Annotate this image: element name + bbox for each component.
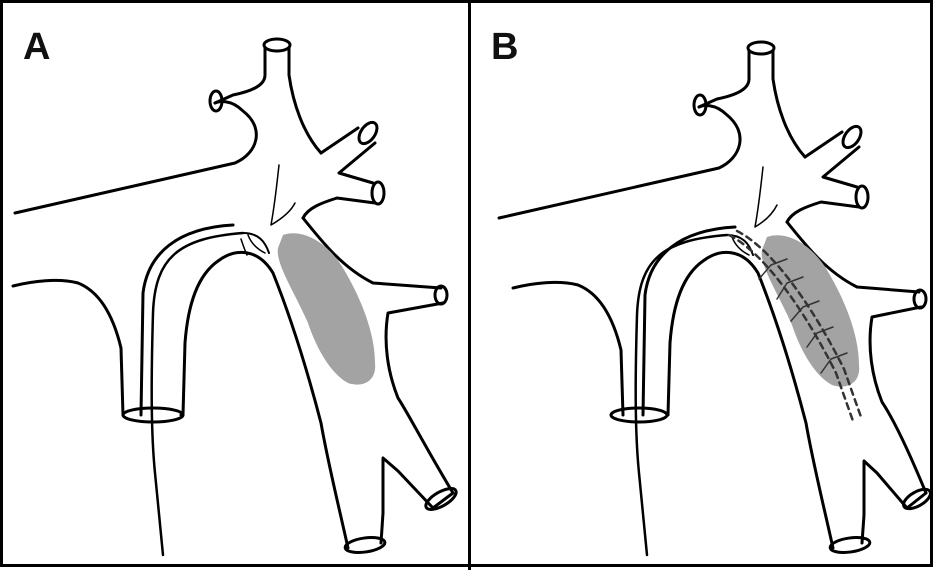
vessel-wall-upper	[15, 101, 256, 213]
vessel-diagram-a	[3, 3, 467, 570]
panel-label-a: A	[23, 28, 50, 66]
vessel-bifurcation	[381, 458, 453, 543]
vessel-branch-top	[215, 48, 321, 153]
panel-a: A	[3, 3, 467, 570]
vessel-diagram-b	[471, 3, 933, 570]
panel-b: B	[471, 3, 933, 570]
panel-label-b: B	[491, 28, 518, 66]
catheter	[152, 233, 243, 555]
thrombus	[278, 233, 375, 384]
vessel-arch	[13, 280, 123, 415]
